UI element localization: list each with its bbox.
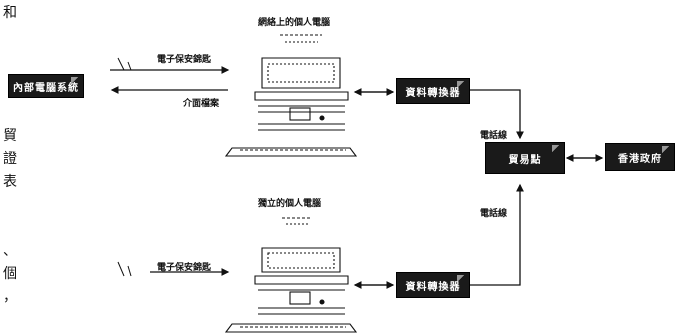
- bottom-line-label: 電話線: [480, 209, 508, 219]
- left-text-line-5: 整、: [0, 243, 20, 259]
- top-send-label: 電子保安錦匙: [157, 55, 212, 65]
- left-text-line-7: 無，: [0, 289, 20, 305]
- top-return-label: 介面檔案: [183, 99, 220, 109]
- left-text-line-1: 證和: [0, 5, 20, 21]
- trade-hub-box: 貿易點: [485, 142, 565, 174]
- bottom-send-label: 電子保安錦匙: [157, 263, 212, 273]
- government-box: 香港政府: [605, 143, 675, 171]
- left-text-line-2: 子貿: [0, 128, 20, 144]
- top-computer-illustration: [224, 34, 358, 157]
- bottom-converter-box: 資料轉換器: [396, 272, 470, 298]
- top-pc-title: 網絡上的個人電腦: [258, 18, 331, 28]
- bottom-tick-marks: [117, 261, 132, 277]
- top-converter-box: 資料轉換器: [396, 78, 470, 104]
- top-tick-marks: [117, 57, 132, 71]
- left-text-line-3: 口證: [0, 151, 20, 167]
- bottom-line-to-hub: [470, 183, 524, 286]
- top-line-to-hub: [470, 89, 524, 140]
- bottom-pc-title: 獨立的個人電腦: [258, 199, 322, 209]
- top-line-label: 電話線: [480, 131, 508, 141]
- left-text-line-6: 五個: [0, 266, 20, 282]
- left-text-line-4: 張表: [0, 174, 20, 190]
- internal-system-box: 內部電腦系統: [8, 74, 84, 98]
- bottom-computer-illustration: [224, 217, 358, 333]
